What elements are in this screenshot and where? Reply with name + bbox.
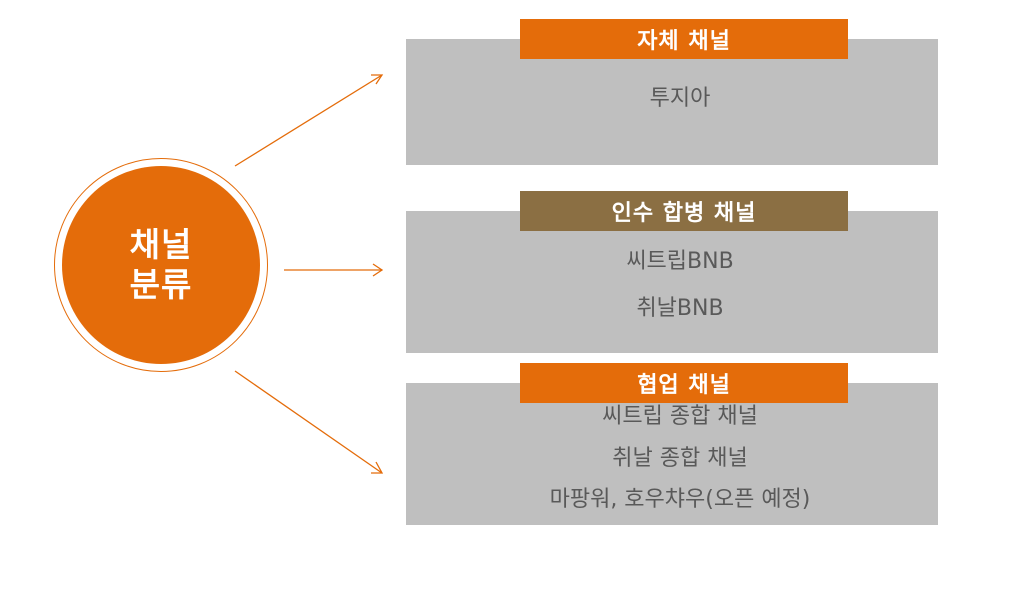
partnership-channel-item: 취날 종합 채널: [612, 446, 748, 471]
arrowhead-ma-channel: [372, 263, 384, 277]
ma-channel-panel: [406, 211, 938, 353]
arrowhead-partnership-channel: [371, 461, 384, 474]
own-channel-item: 투지아: [649, 86, 711, 111]
center-title-line-2: 분류: [129, 265, 193, 304]
ma-channel-item: 씨트립BNB: [626, 249, 734, 274]
partnership-channel-item: 마팡워, 호우챠우(오픈 예정): [549, 487, 811, 512]
partnership-channel-item: 씨트립 종합 채널: [602, 404, 758, 429]
center-circle-ring: [54, 158, 268, 372]
ma-channel-item: 취날BNB: [636, 296, 724, 321]
partnership-channel-panel: [406, 383, 938, 525]
ma-channel-header: 인수 합병 채널: [520, 191, 848, 231]
arrowhead-own-channel: [371, 74, 384, 85]
center-title-line-1: 채널: [129, 225, 193, 264]
center-circle: 채널 분류: [62, 166, 260, 364]
arrow-to-own-channel: [234, 74, 383, 167]
own-channel-panel: [406, 39, 938, 165]
own-channel-header: 자체 채널: [520, 19, 848, 59]
arrow-to-partnership-channel: [234, 370, 383, 474]
partnership-channel-header: 협업 채널: [520, 363, 848, 403]
